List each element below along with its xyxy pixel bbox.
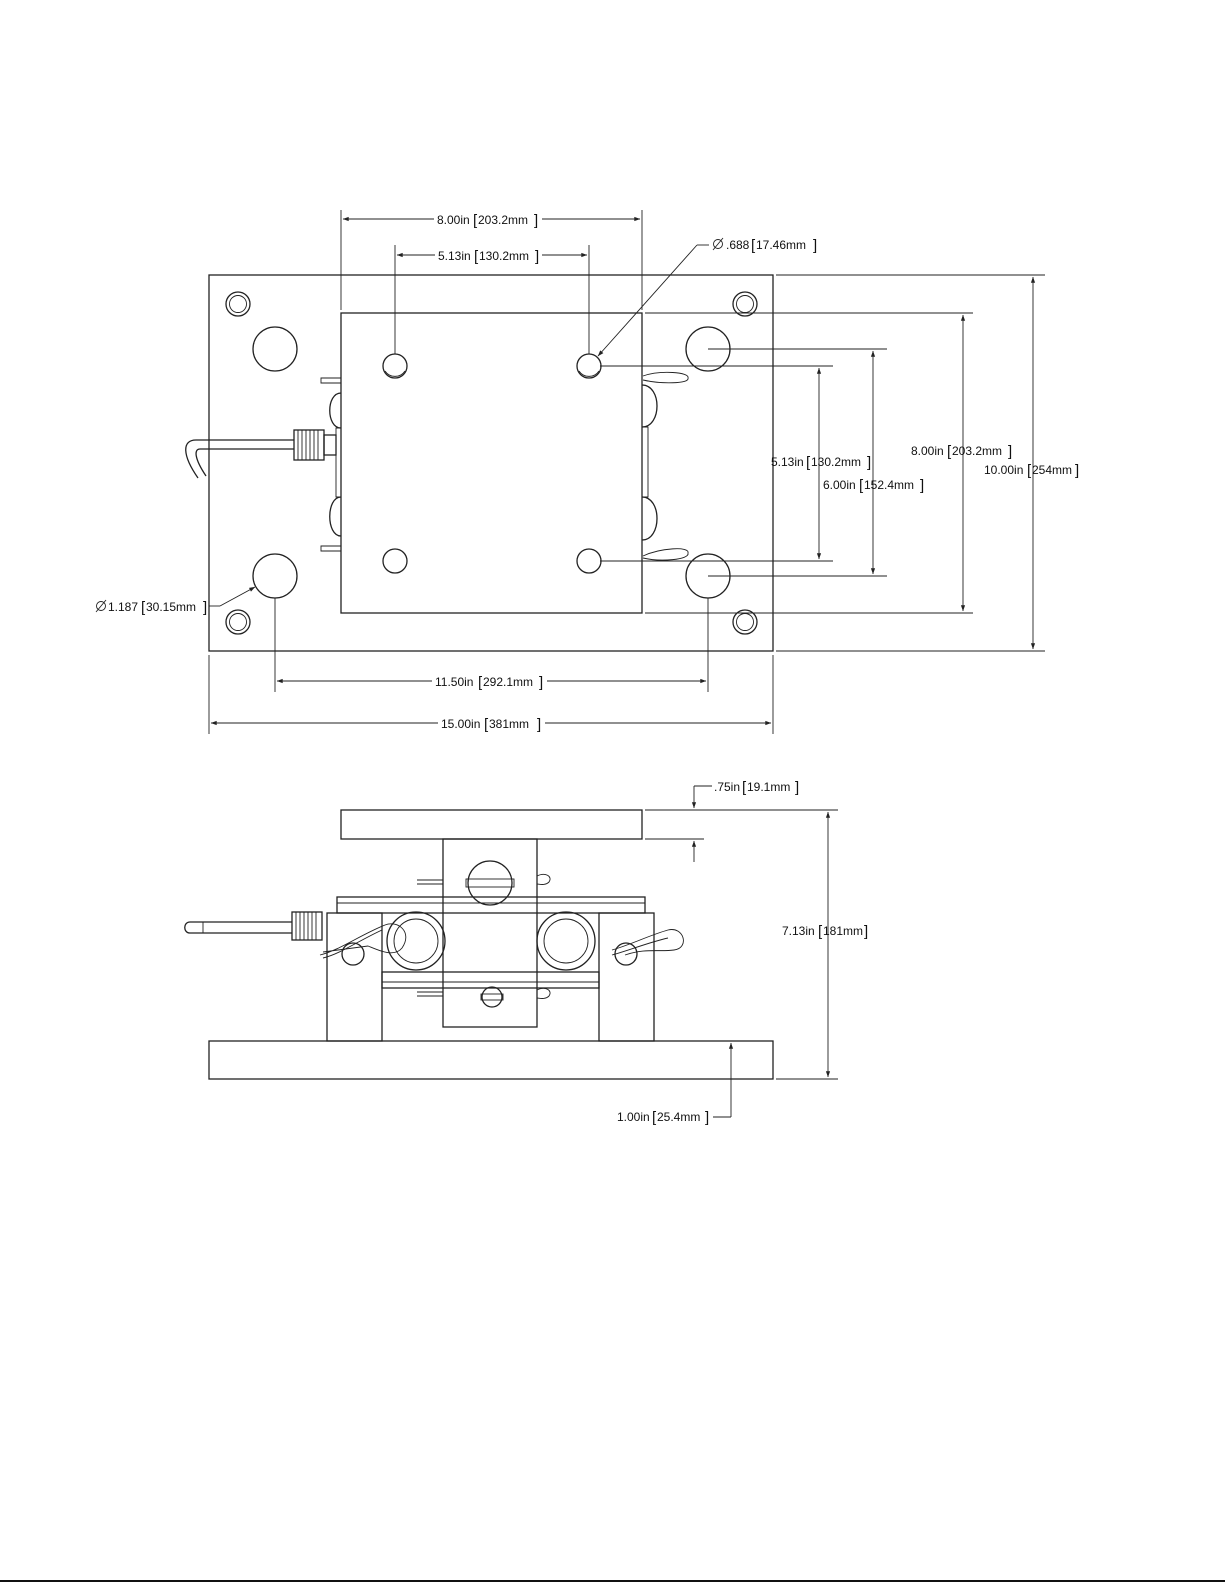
label-large-hole-dia: 1.187 — [108, 600, 138, 614]
label-top-plate-width: 8.00in — [437, 213, 470, 227]
svg-text:]: ] — [1008, 443, 1012, 460]
load-cell-body — [321, 372, 688, 560]
label-top-plate-height: 8.00in — [911, 444, 944, 458]
base-plate-outline — [209, 275, 773, 651]
label-base-width-mm: 381mm — [489, 717, 529, 731]
label-small-hole-dia: .688 — [726, 238, 750, 252]
label-large-hole-spacing-vertical-mm: 152.4mm — [864, 478, 914, 492]
dim-base-width: 15.00in [ 381mm ] — [211, 716, 771, 733]
right-standoff — [599, 913, 654, 1041]
cable-connector — [186, 430, 336, 478]
dim-hole-spacing-horizontal: 5.13in [ 130.2mm ] — [397, 248, 587, 265]
label-hole-spacing-vertical-mm: 130.2mm — [811, 455, 861, 469]
svg-text:]: ] — [539, 674, 543, 691]
label-top-plate-thickness: .75in — [714, 780, 740, 794]
label-overall-height: 7.13in — [782, 924, 815, 938]
corner-bolts — [226, 292, 757, 634]
small-mounting-holes — [383, 354, 601, 573]
right-hitch-pin — [612, 930, 683, 965]
bracket-pin-head — [466, 861, 514, 905]
side-base-plate — [209, 1041, 773, 1079]
svg-text:]: ] — [795, 779, 799, 796]
svg-text:]: ] — [864, 923, 868, 940]
svg-text:]: ] — [535, 248, 539, 265]
extension-lines — [209, 210, 1045, 734]
label-top-plate-width-mm: 203.2mm — [478, 213, 528, 227]
svg-text:]: ] — [920, 477, 924, 494]
svg-text:]: ] — [867, 454, 871, 471]
dim-small-hole-diameter: .688 [ 17.46mm ] — [598, 237, 817, 356]
dim-hole-spacing-vertical: 5.13in [ 130.2mm ] — [771, 368, 871, 559]
dim-overall-height: 7.13in [ 181mm ] — [782, 812, 868, 1077]
svg-text:]: ] — [705, 1109, 709, 1126]
label-base-thickness: 1.00in — [617, 1110, 650, 1124]
label-top-plate-thickness-mm: 19.1mm — [747, 780, 790, 794]
dim-base-thickness: 1.00in [ 25.4mm ] — [617, 1043, 731, 1126]
side-extension-lines — [645, 810, 838, 1079]
page-bottom-rule — [0, 1580, 1225, 1582]
retaining-clips — [417, 874, 550, 998]
label-small-hole-dia-mm: 17.46mm — [756, 238, 806, 252]
label-large-hole-spacing-mm: 292.1mm — [483, 675, 533, 689]
bracket-small-screw — [481, 987, 503, 1007]
svg-text:]: ] — [813, 237, 817, 254]
side-view: .75in [ 19.1mm ] 7.13in [ 181mm ] 1.00in… — [185, 779, 868, 1126]
svg-text:]: ] — [534, 212, 538, 229]
large-mounting-holes — [253, 327, 730, 598]
top-view: 8.00in [ 203.2mm ] 5.13in [ 130.2mm ] .6… — [96, 210, 1079, 734]
svg-text:]: ] — [1075, 462, 1079, 479]
label-large-hole-spacing: 11.50in — [435, 675, 473, 689]
side-cable-connector — [185, 912, 322, 940]
label-hole-spacing-mm: 130.2mm — [479, 249, 529, 263]
svg-text:]: ] — [537, 716, 541, 733]
side-top-plate — [341, 810, 642, 839]
label-base-height: 10.00in — [984, 463, 1023, 477]
left-standoff — [327, 913, 382, 1041]
dim-base-height: 10.00in [ 254mm ] — [984, 277, 1079, 649]
dim-top-plate-width: 8.00in [ 203.2mm ] — [343, 212, 640, 229]
label-hole-spacing: 5.13in — [438, 249, 471, 263]
loading-bracket — [443, 839, 537, 1027]
dim-top-plate-thickness: .75in [ 19.1mm ] — [694, 779, 799, 862]
dim-large-hole-spacing-horizontal: 11.50in [ 292.1mm ] — [277, 674, 706, 691]
label-base-thickness-mm: 25.4mm — [657, 1110, 700, 1124]
label-large-hole-spacing-vertical: 6.00in — [823, 478, 856, 492]
label-top-plate-height-mm: 203.2mm — [952, 444, 1002, 458]
label-base-height-mm: 254mm — [1032, 463, 1072, 477]
label-hole-spacing-vertical: 5.13in — [771, 455, 804, 469]
svg-text:]: ] — [203, 599, 207, 616]
label-base-width: 15.00in — [441, 717, 480, 731]
label-large-hole-dia-mm: 30.15mm — [146, 600, 196, 614]
label-overall-height-mm: 181mm — [823, 924, 863, 938]
